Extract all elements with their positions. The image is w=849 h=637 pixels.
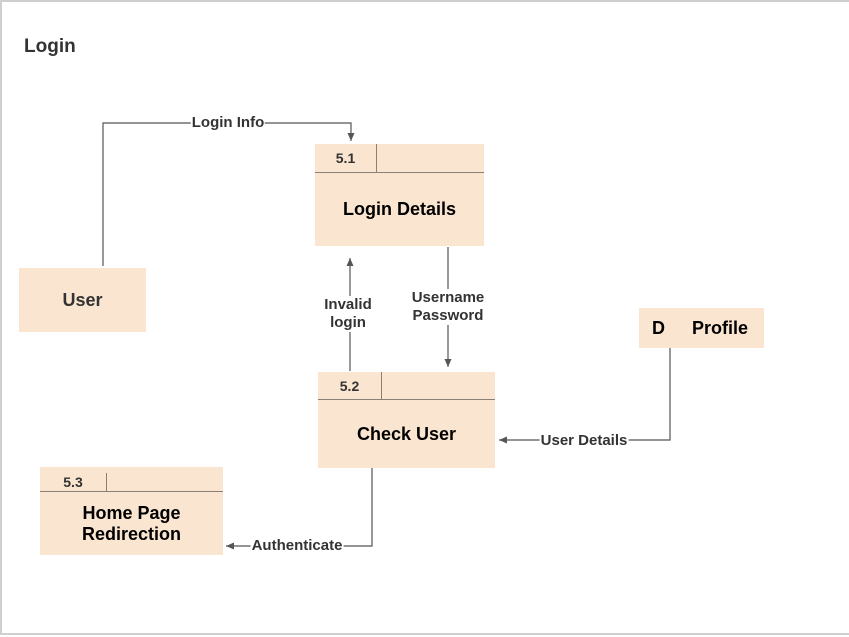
flow-label-line: Password: [412, 307, 484, 324]
process-title-line: Redirection: [81, 523, 182, 544]
datastore-name: Profile: [692, 317, 749, 338]
process-header: 5.1: [315, 144, 484, 173]
process-header: 5.2: [318, 372, 495, 400]
flow-label-line: login: [330, 314, 366, 331]
flow-label-username-password: Username Password: [410, 289, 486, 325]
flow-label-login-info: Login Info: [190, 114, 266, 132]
process-title: Home Page Redirection: [40, 492, 223, 555]
process-number: 5.2: [318, 372, 382, 399]
process-title: Check User: [356, 423, 457, 444]
flow-label-line: Invalid: [324, 296, 372, 313]
flow-label-invalid-login: Invalid login: [323, 296, 373, 332]
flow-label-authenticate: Authenticate: [250, 537, 344, 555]
flow-label-user-details: User Details: [539, 432, 629, 450]
process-number: 5.3: [40, 473, 107, 491]
flow-login-info-line: [102, 122, 355, 266]
entity-user-label: User: [62, 289, 103, 310]
diagram-title: Login: [24, 36, 76, 57]
process-login-details[interactable]: 5.1 Login Details: [315, 144, 484, 246]
datastore-profile[interactable]: D Profile: [639, 308, 764, 348]
process-header: 5.3: [40, 467, 223, 492]
datastore-id: D: [652, 317, 665, 338]
process-home-page-redirection[interactable]: 5.3 Home Page Redirection: [40, 467, 223, 555]
flow-label-line: Username: [411, 289, 485, 306]
flow-authenticate-line: [226, 468, 373, 550]
flow-user-details-line: [499, 348, 671, 444]
entity-user[interactable]: User: [19, 268, 146, 332]
process-check-user[interactable]: 5.2 Check User: [318, 372, 495, 468]
process-title: Login Details: [342, 199, 456, 219]
process-title-line: Home Page: [82, 502, 181, 523]
process-number: 5.1: [315, 144, 377, 172]
